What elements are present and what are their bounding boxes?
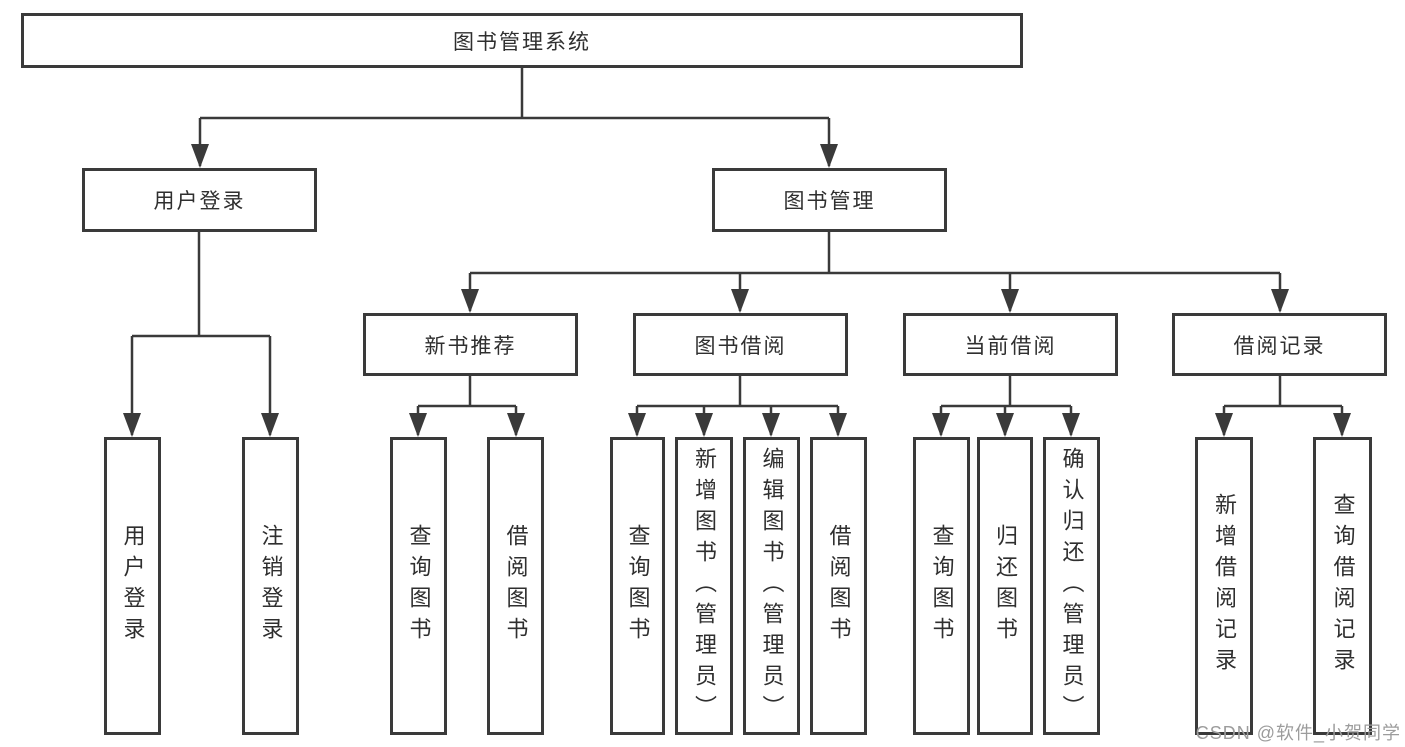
leaf-query-books-current: 查询图书 — [913, 437, 970, 735]
leaf-label: 注销登录 — [258, 524, 284, 648]
leaf-label: 查询图书 — [406, 524, 432, 648]
edge-userlogin-leaves — [130, 232, 272, 435]
node-book-management: 图书管理 — [712, 168, 947, 232]
node-borrow-records: 借阅记录 — [1172, 313, 1387, 376]
node-book-borrow: 图书借阅 — [633, 313, 848, 376]
leaf-label: 借阅图书 — [503, 524, 529, 648]
leaf-add-book-admin: 新增图书（管理员） — [675, 437, 733, 735]
leaf-query-borrow-record: 查询借阅记录 — [1313, 437, 1372, 735]
leaf-confirm-return-admin: 确认归还（管理员） — [1043, 437, 1100, 735]
node-root: 图书管理系统 — [21, 13, 1023, 68]
leaf-label: 新增图书（管理员） — [692, 446, 717, 726]
edge-root-level1 — [198, 68, 831, 166]
leaf-return-book: 归还图书 — [977, 437, 1033, 735]
leaf-borrow-books-2: 借阅图书 — [810, 437, 867, 735]
edge-records-leaves — [1222, 376, 1344, 435]
edge-bookmgmt-level2 — [468, 232, 1282, 311]
leaf-label: 查询图书 — [625, 524, 651, 648]
leaf-query-books-borrow: 查询图书 — [610, 437, 665, 735]
leaf-user-login: 用户登录 — [104, 437, 161, 735]
edge-recommend-leaves — [416, 376, 518, 435]
node-current-borrow: 当前借阅 — [903, 313, 1118, 376]
leaf-label: 编辑图书（管理员） — [759, 446, 785, 726]
leaf-label: 借阅图书 — [826, 524, 852, 648]
leaf-label: 归还图书 — [993, 524, 1018, 648]
leaf-edit-book-admin: 编辑图书（管理员） — [743, 437, 800, 735]
leaf-logout: 注销登录 — [242, 437, 299, 735]
leaf-query-books-recommend: 查询图书 — [390, 437, 447, 735]
leaf-borrow-books-recommend: 借阅图书 — [487, 437, 544, 735]
leaf-label: 用户登录 — [120, 524, 146, 648]
leaf-label: 查询图书 — [929, 524, 955, 648]
node-new-book-recommend: 新书推荐 — [363, 313, 578, 376]
node-user-login: 用户登录 — [82, 168, 317, 232]
leaf-label: 新增借阅记录 — [1212, 493, 1237, 679]
leaf-add-borrow-record: 新增借阅记录 — [1195, 437, 1253, 735]
edge-borrow-leaves — [635, 376, 840, 435]
edge-current-leaves — [939, 376, 1073, 435]
watermark: CSDN @软件_小贺同学 — [1195, 723, 1401, 743]
leaf-label: 查询借阅记录 — [1330, 493, 1356, 679]
leaf-label: 确认归还（管理员） — [1059, 446, 1085, 726]
